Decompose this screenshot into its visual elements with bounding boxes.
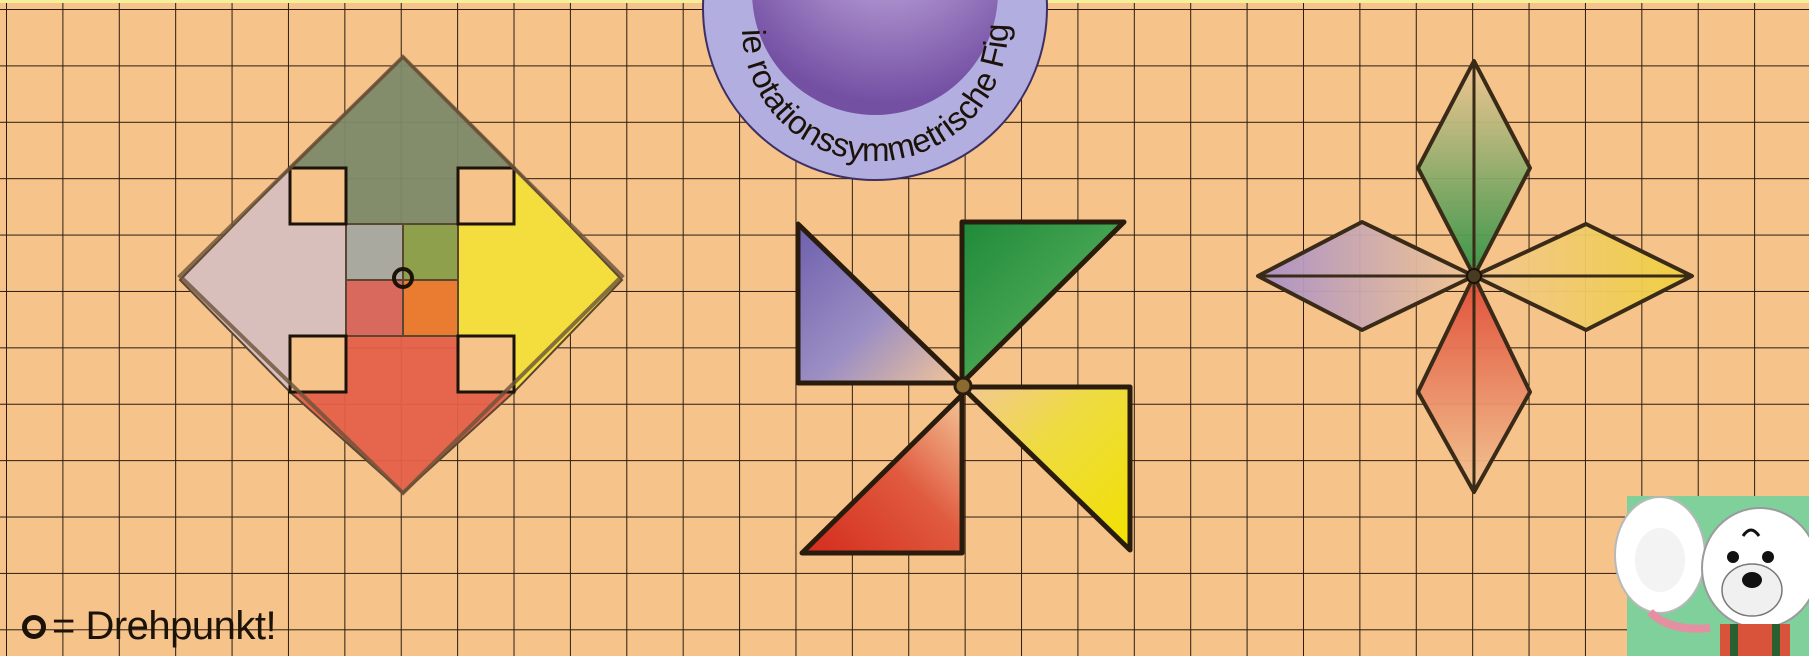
pinwheel-blade-purple xyxy=(798,224,962,383)
pinwheel-blade-red xyxy=(802,395,962,553)
legend-text: = Drehpunkt! xyxy=(52,604,276,649)
overlap-br xyxy=(403,280,458,336)
rotation-point-icon xyxy=(1467,269,1481,283)
rhombus-star-figure xyxy=(1258,61,1692,492)
notch xyxy=(458,336,514,392)
pinwheel-figure xyxy=(798,222,1130,553)
notch xyxy=(290,336,346,392)
pinwheel-blade-yellow xyxy=(962,387,1130,550)
pinwheel-blade-green xyxy=(962,222,1124,383)
arrow-square-figure xyxy=(180,57,622,493)
legend: = Drehpunkt! xyxy=(22,604,276,649)
overlap-bl xyxy=(346,280,403,336)
rotation-point-icon xyxy=(955,378,971,394)
rotation-point-icon xyxy=(22,615,46,639)
title-badge: Fertig! Die rotationssymmetrische Figur … xyxy=(0,0,1047,180)
notch xyxy=(290,168,346,224)
mascot-mouse xyxy=(1615,496,1809,656)
notch xyxy=(458,168,514,224)
